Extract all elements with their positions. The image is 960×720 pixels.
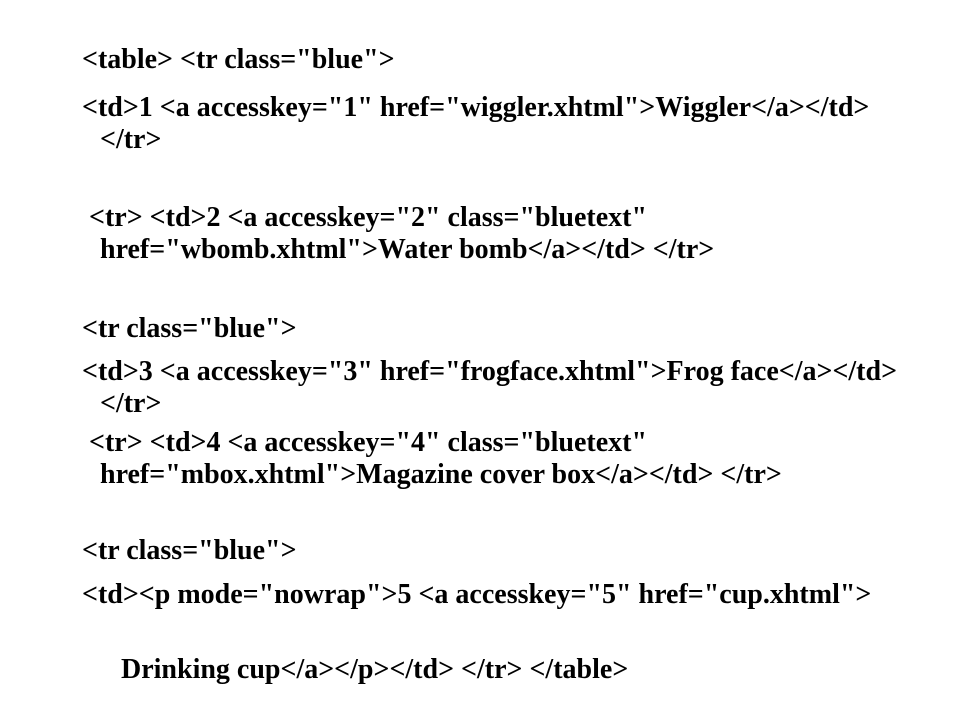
code-line-5: <td>3 <a accesskey="3" href="frogface.xh… bbox=[82, 356, 905, 419]
code-line-2: <td>1 <a accesskey="1" href="wiggler.xht… bbox=[82, 92, 877, 155]
code-line-3: <tr> <td>2 <a accesskey="2" class="bluet… bbox=[82, 202, 715, 265]
code-line-9: Drinking cup</a></p></td> </tr> </table> bbox=[100, 654, 629, 685]
code-line-8: <td><p mode="nowrap">5 <a accesskey="5" … bbox=[82, 579, 872, 610]
code-line-1: <table> <tr class="blue"> bbox=[82, 44, 395, 75]
code-line-6: <tr> <td>4 <a accesskey="4" class="bluet… bbox=[82, 427, 782, 490]
code-line-7: <tr class="blue"> bbox=[82, 535, 297, 566]
code-line-4: <tr class="blue"> bbox=[82, 313, 297, 344]
